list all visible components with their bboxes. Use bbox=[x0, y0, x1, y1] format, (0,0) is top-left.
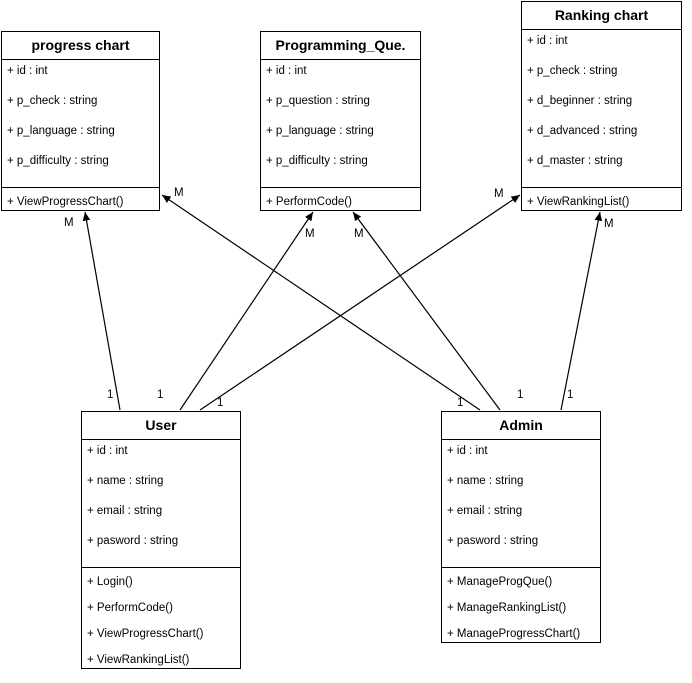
class-progress-chart[interactable]: progress chart + id : int + p_check : str… bbox=[1, 31, 160, 211]
class-attribute: + id : int bbox=[447, 445, 488, 457]
class-title: Programming_Que. bbox=[261, 32, 420, 60]
class-title: Ranking chart bbox=[522, 2, 681, 30]
class-operation: + ViewRankingList() bbox=[87, 654, 190, 666]
class-title: progress chart bbox=[2, 32, 159, 60]
compartment-divider bbox=[442, 567, 600, 568]
class-attribute: + p_check : string bbox=[7, 95, 98, 107]
assoc-admin-progress bbox=[161, 194, 481, 411]
class-user[interactable]: User + id : int + name : string + email : … bbox=[81, 411, 241, 669]
compartment-divider bbox=[522, 187, 681, 188]
class-programming-que[interactable]: Programming_Que. + id : int + p_question … bbox=[260, 31, 421, 211]
class-attribute: + p_language : string bbox=[7, 125, 115, 137]
class-operation: + PerformCode() bbox=[87, 602, 173, 614]
class-title: User bbox=[82, 412, 240, 440]
class-members: + id : int + name : string + email : strin… bbox=[442, 440, 600, 652]
class-members: + id : int + p_question : string + p_langu… bbox=[261, 60, 420, 220]
class-operation: + ManageProgressChart() bbox=[447, 628, 581, 640]
multiplicity-admin-progress-source: 1 bbox=[457, 397, 464, 409]
class-attribute: + p_difficulty : string bbox=[266, 155, 368, 167]
class-attribute: + name : string bbox=[447, 475, 524, 487]
assoc-user-rank bbox=[199, 194, 521, 411]
class-attribute: + p_language : string bbox=[266, 125, 374, 137]
assoc-admin-prog bbox=[352, 211, 501, 411]
class-attribute: + p_question : string bbox=[266, 95, 370, 107]
multiplicity-admin-rank-source: 1 bbox=[567, 389, 574, 401]
multiplicity-admin-prog-target: M bbox=[354, 228, 364, 240]
multiplicity-user-progress-source: 1 bbox=[107, 389, 114, 401]
multiplicity-user-progress-target: M bbox=[64, 217, 74, 229]
class-attribute: + email : string bbox=[447, 505, 523, 517]
class-attribute: + email : string bbox=[87, 505, 163, 517]
class-attribute: + id : int bbox=[527, 35, 568, 47]
class-attribute: + pasword : string bbox=[87, 535, 179, 547]
assoc-admin-rank bbox=[560, 211, 603, 411]
class-attribute: + name : string bbox=[87, 475, 164, 487]
class-members: + id : int + name : string + email : strin… bbox=[82, 440, 240, 678]
class-operation: + ManageRankingList() bbox=[447, 602, 567, 614]
class-attribute: + id : int bbox=[7, 65, 48, 77]
compartment-divider bbox=[82, 567, 240, 568]
class-title: Admin bbox=[442, 412, 600, 440]
multiplicity-admin-rank-target: M bbox=[604, 218, 614, 230]
class-members: + id : int + p_check : string + p_language… bbox=[2, 60, 159, 220]
class-operation: + ManageProgQue() bbox=[447, 576, 553, 588]
class-attribute: + id : int bbox=[266, 65, 307, 77]
class-ranking-chart[interactable]: Ranking chart + id : int + p_check : stri… bbox=[521, 1, 682, 211]
class-operation: + ViewProgressChart() bbox=[7, 196, 124, 208]
assoc-user-prog bbox=[179, 211, 314, 411]
assoc-user-progress bbox=[82, 211, 121, 411]
class-attribute: + pasword : string bbox=[447, 535, 539, 547]
compartment-divider bbox=[2, 187, 159, 188]
class-operation: + PerformCode() bbox=[266, 196, 352, 208]
class-attribute: + id : int bbox=[87, 445, 128, 457]
multiplicity-user-prog-source: 1 bbox=[157, 389, 164, 401]
class-attribute: + d_advanced : string bbox=[527, 125, 638, 137]
class-attribute: + p_check : string bbox=[527, 65, 618, 77]
class-operation: + ViewRankingList() bbox=[527, 196, 630, 208]
class-attribute: + d_master : string bbox=[527, 155, 623, 167]
class-operation: + ViewProgressChart() bbox=[87, 628, 204, 640]
class-attribute: + p_difficulty : string bbox=[7, 155, 109, 167]
class-members: + id : int + p_check : string + d_beginner… bbox=[522, 30, 681, 220]
multiplicity-user-rank-target: M bbox=[494, 188, 504, 200]
multiplicity-admin-progress-target: M bbox=[174, 187, 184, 199]
multiplicity-user-prog-target: M bbox=[305, 228, 315, 240]
multiplicity-admin-prog-source: 1 bbox=[517, 389, 524, 401]
class-attribute: + d_beginner : string bbox=[527, 95, 633, 107]
class-operation: + Login() bbox=[87, 576, 133, 588]
class-admin[interactable]: Admin + id : int + name : string + email :… bbox=[441, 411, 601, 643]
multiplicity-user-rank-source: 1 bbox=[217, 397, 224, 409]
compartment-divider bbox=[261, 187, 420, 188]
